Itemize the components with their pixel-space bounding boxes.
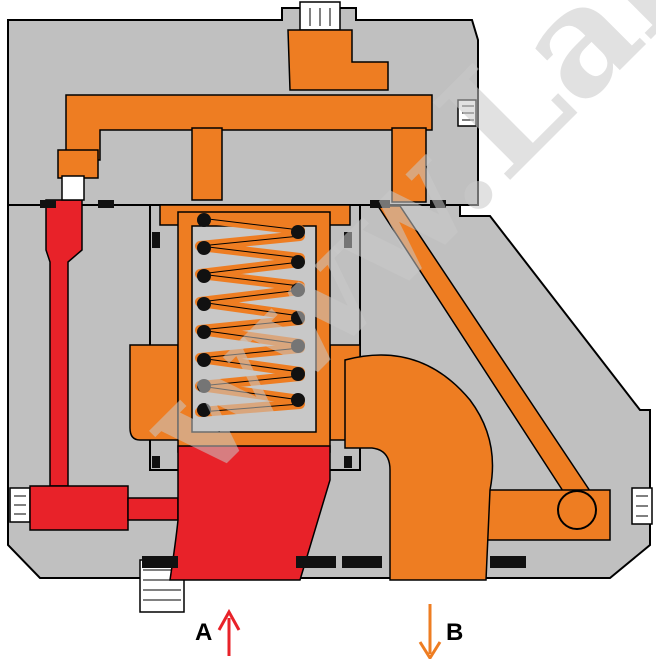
spring bbox=[195, 213, 305, 417]
check-ball bbox=[557, 490, 597, 530]
body-seals bbox=[40, 200, 526, 568]
port-b-label: B bbox=[446, 619, 463, 646]
piston-seal bbox=[344, 232, 352, 248]
piston-seal bbox=[344, 456, 352, 468]
piston-seal bbox=[152, 456, 160, 468]
pilot-plug bbox=[61, 175, 85, 201]
outlet-passage bbox=[344, 354, 494, 581]
inlet-passage bbox=[29, 175, 331, 581]
inlet-arrow-icon bbox=[217, 608, 241, 656]
piston-seal bbox=[152, 232, 160, 248]
port-b: B bbox=[418, 604, 463, 659]
outlet-arrow-icon bbox=[418, 604, 442, 659]
pilot-passages bbox=[57, 29, 611, 541]
port-a-label: A bbox=[195, 619, 212, 646]
port-a: A bbox=[195, 608, 241, 656]
